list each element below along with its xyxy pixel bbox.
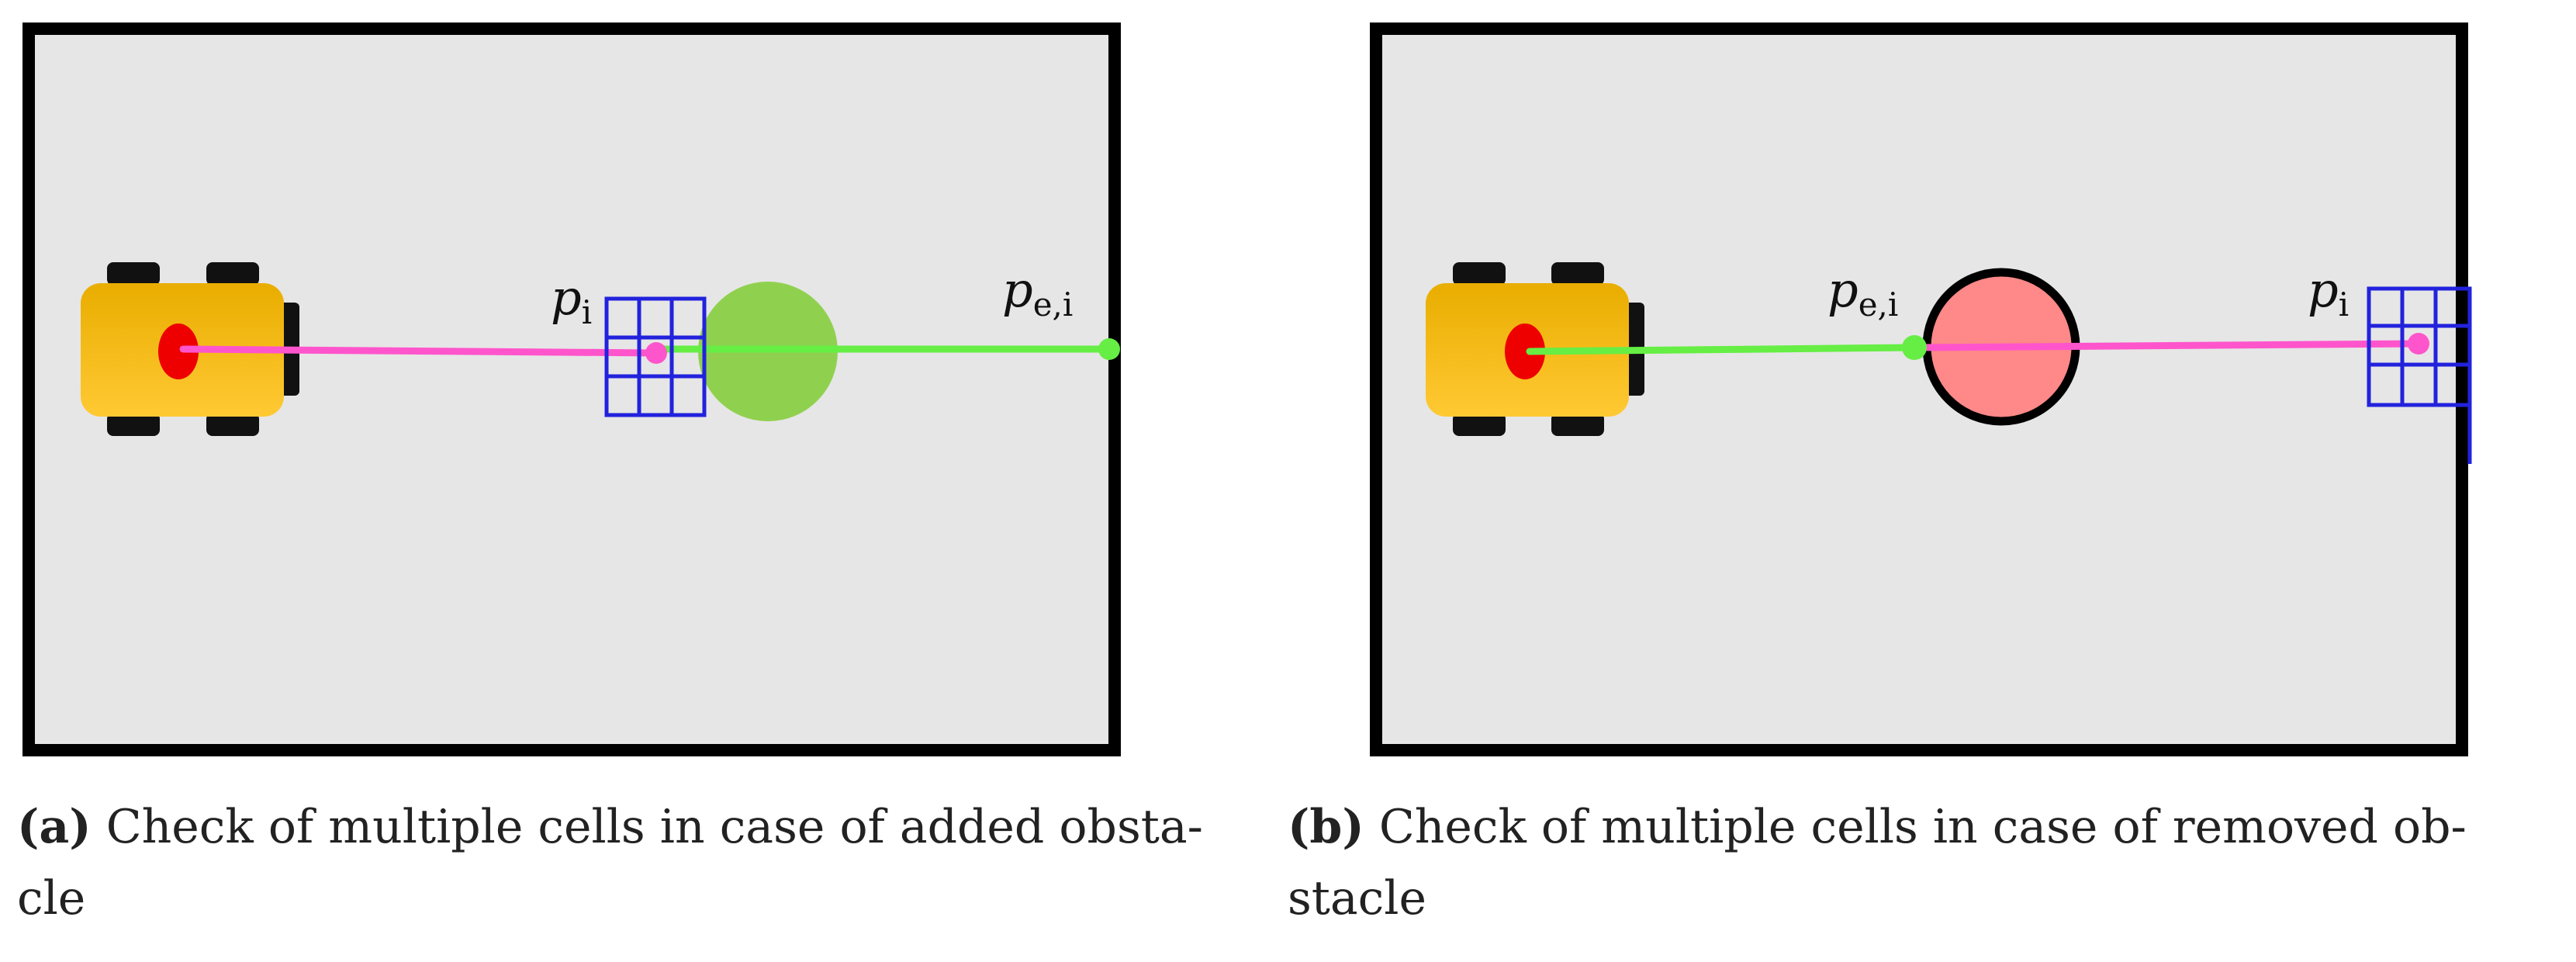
- robot-wheel: [1551, 262, 1604, 285]
- robot-wheel: [206, 262, 259, 285]
- panel-a-label-p-i: pi: [551, 269, 592, 331]
- caption-a-line2: cle: [17, 871, 86, 926]
- panel-b-free-ray: [1526, 344, 1918, 355]
- panel-a-cell-grid: [604, 296, 707, 417]
- robot-wheel: [1453, 262, 1506, 285]
- robot-wheel: [107, 413, 160, 436]
- panel-b-label-pe-i: pe,i: [1827, 261, 1898, 324]
- caption-b-line1: (b) Check of multiple cells in case of r…: [1288, 791, 2567, 863]
- caption-b-text: Check of multiple cells in case of remov…: [1378, 800, 2467, 854]
- panel-b-endpoint-dot: [1902, 335, 1927, 360]
- panel-a-occupied-ray: [179, 345, 660, 357]
- robot-center: [158, 324, 199, 379]
- panel-b: pe,i pi: [1370, 22, 2472, 756]
- panel-b-label-p-i: pi: [2308, 261, 2349, 324]
- robot-wheel: [107, 262, 160, 285]
- caption-a-tag: (a): [17, 800, 92, 854]
- caption-a: (a) Check of multiple cells in case of a…: [17, 791, 1289, 934]
- panel-b-cell-grid: [2367, 286, 2472, 464]
- caption-b-tag: (b): [1288, 800, 1364, 854]
- panel-a-p-i-dot: [645, 342, 667, 364]
- panel-b-occupied-ray: [1910, 340, 2422, 351]
- robot-wheel: [1453, 413, 1506, 436]
- robot-wheel: [1551, 413, 1604, 436]
- caption-b: (b) Check of multiple cells in case of r…: [1288, 791, 2567, 934]
- panel-a: pi pe,i: [22, 22, 1121, 756]
- caption-a-text: Check of multiple cells in case of added…: [105, 800, 1203, 854]
- panel-a-endpoint-dot: [1098, 338, 1120, 360]
- caption-b-line2: stacle: [1288, 871, 1426, 926]
- caption-a-line1: (a) Check of multiple cells in case of a…: [17, 791, 1289, 863]
- panel-a-label-pe-i: pe,i: [1002, 261, 1073, 324]
- robot-center: [1505, 324, 1545, 379]
- panel-b-p-i-dot: [2408, 333, 2429, 355]
- robot-wheel: [206, 413, 259, 436]
